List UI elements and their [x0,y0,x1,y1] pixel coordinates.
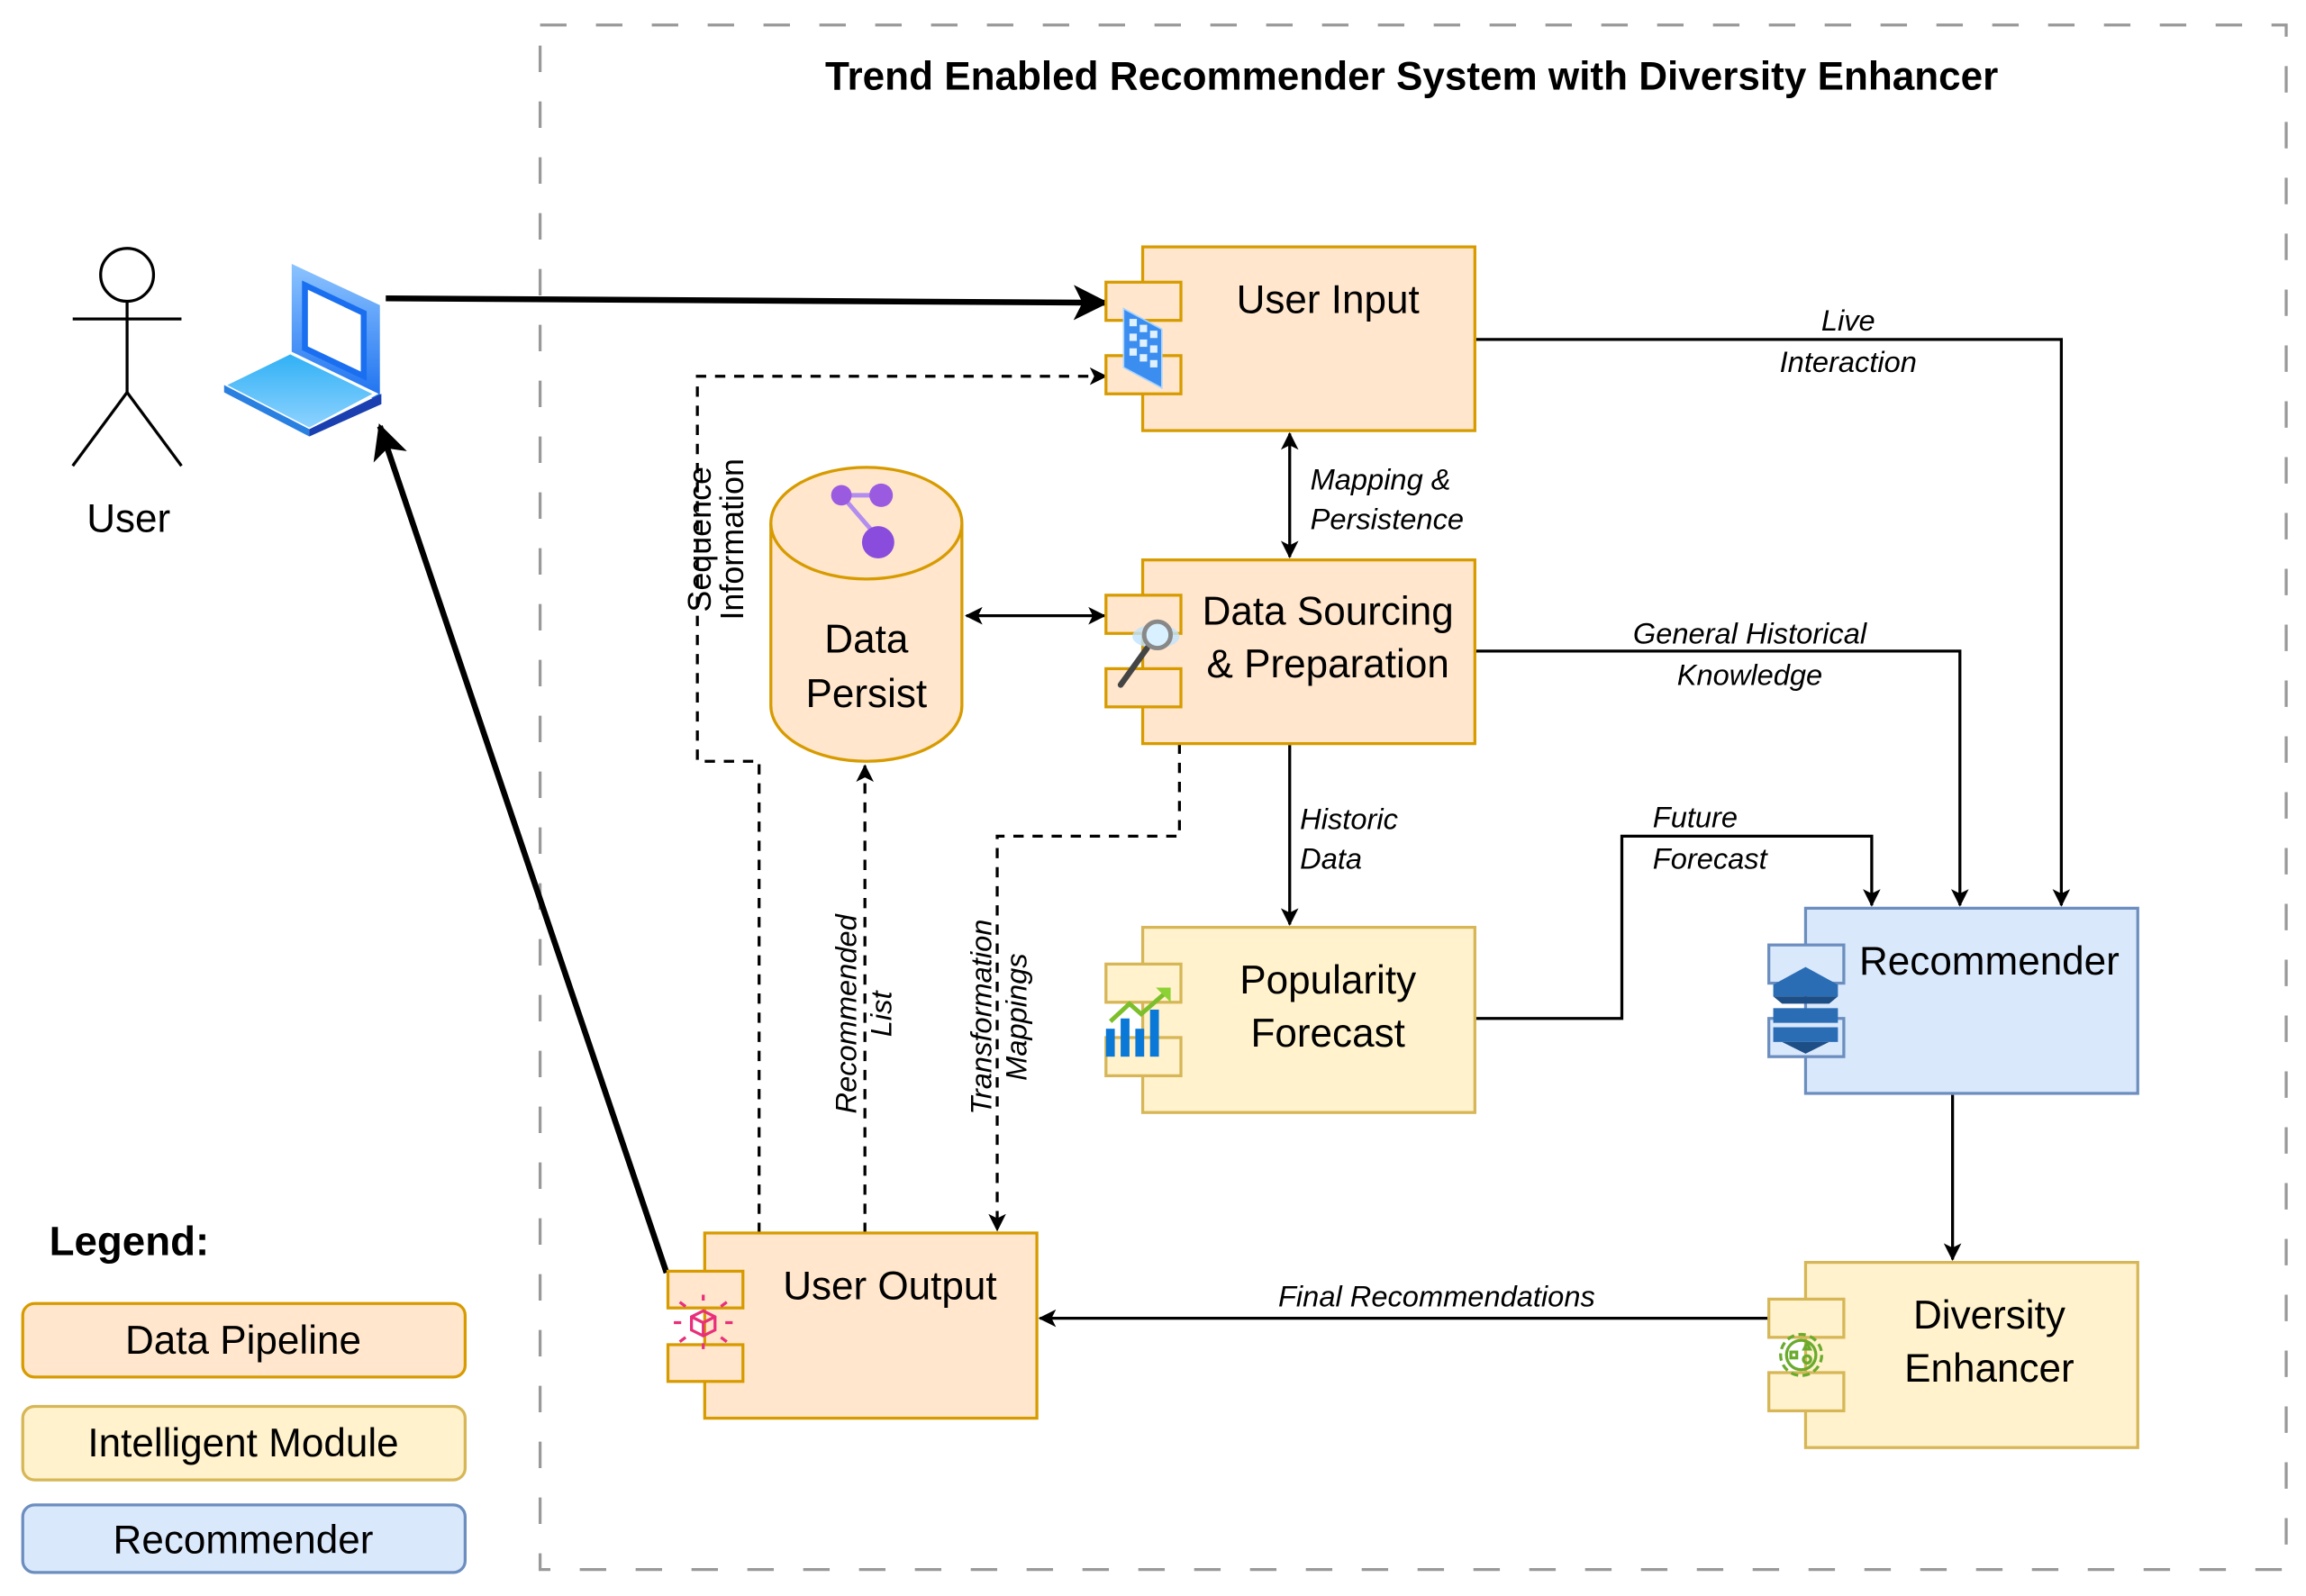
label-mapping-persistence: Mapping & Persistence [1311,462,1464,535]
user-grid-icon [1122,307,1163,390]
label-live-interaction: Live Interaction [1780,304,1917,378]
label-recommended-list: Recommended List [829,913,897,1113]
label-list: List [865,990,898,1038]
label-transformation-mappings: Transformation Mappings [965,920,1033,1115]
system-boundary [538,23,2288,1572]
legend-label-intelligent-module: Intelligent Module [87,1421,398,1465]
legend-label-recommender: Recommender [113,1519,374,1563]
diagram-title: Trend Enabled Recommender System with Di… [825,55,1998,99]
user-input-label: User Input [1237,278,1420,322]
label-sequence-information: Sequence Information [682,458,750,620]
graph-nodes-icon [831,483,894,559]
node-diversity-enhancer[interactable]: Diversity Enhancer [1767,1260,2139,1449]
legend-item-intelligent-module: Intelligent Module [21,1404,468,1482]
node-user-input[interactable]: User Input [1104,245,1476,432]
label-general-historical-2: Knowledge [1677,657,1822,691]
data-sourcing-label-2: & Preparation [1206,642,1448,686]
edge-general-historical [1475,649,1969,907]
legend-item-data-pipeline: Data Pipeline [21,1301,468,1379]
label-general-historical-1: General Historical [1633,617,1867,650]
trend-chart-icon [1105,987,1171,1057]
node-data-sourcing[interactable]: Data Sourcing & Preparation [1104,558,1476,746]
legend-label-data-pipeline: Data Pipeline [125,1319,361,1363]
label-sequence: Sequence [682,467,718,612]
stacked-blocks-icon [1773,966,1838,1054]
popularity-label-2: Forecast [1250,1011,1404,1056]
label-persistence: Persistence [1311,502,1464,535]
legend: Legend: Data Pipeline Intelligent Module… [21,1218,468,1574]
label-future-forecast: Future Forecast [1653,801,1769,875]
label-mappings: Mappings [1000,953,1033,1080]
label-general-historical: General Historical Knowledge [1633,617,1867,692]
user-output-label: User Output [783,1264,996,1308]
data-persist-label-1: Data [824,617,909,661]
popularity-label-1: Popularity [1239,958,1416,1002]
label-historic-data: Historic Data [1300,802,1398,875]
node-data-persist[interactable]: Data Persist [769,466,964,763]
legend-title: Legend: [50,1218,210,1264]
gear-shapes-icon [1779,1332,1824,1377]
label-future: Future [1653,801,1738,834]
user-label: User [86,497,170,541]
data-sourcing-label-1: Data Sourcing [1203,589,1454,633]
recommender-label: Recommender [1859,939,2120,984]
node-popularity-forecast[interactable]: Popularity Forecast [1104,925,1476,1114]
magnifier-icon [1117,619,1180,688]
edge-user-output-to-laptop [373,423,670,1274]
laptop-icon[interactable] [221,258,384,437]
label-final-recommendations: Final Recommendations [1278,1280,1595,1313]
label-information: Information [714,458,750,620]
label-interaction: Interaction [1780,345,1917,378]
legend-item-recommender: Recommender [21,1503,468,1574]
edge-live-interaction [1475,338,2071,907]
node-user-output[interactable]: User Output [666,1231,1039,1420]
glowing-cube-icon [674,1294,733,1349]
edge-transformation-mappings [988,743,1182,1232]
label-forecast: Forecast [1653,841,1769,875]
label-recommended: Recommended [829,913,862,1113]
label-transformation: Transformation [965,920,998,1115]
label-mapping: Mapping & [1311,462,1451,495]
stick-figure-icon [71,247,183,467]
label-live: Live [1821,304,1875,337]
edge-sequence-information [695,367,1108,1233]
user-actor[interactable]: User [71,247,183,541]
label-historic: Historic [1300,802,1398,835]
diversity-label-2: Enhancer [1904,1347,2074,1391]
edge-future-forecast [1475,834,1881,1020]
node-recommender[interactable]: Recommender [1767,906,2139,1095]
diversity-label-1: Diversity [1913,1293,2065,1338]
edge-laptop-to-user-input [386,285,1110,321]
label-data: Data [1300,841,1362,875]
data-persist-label-2: Persist [806,672,928,716]
